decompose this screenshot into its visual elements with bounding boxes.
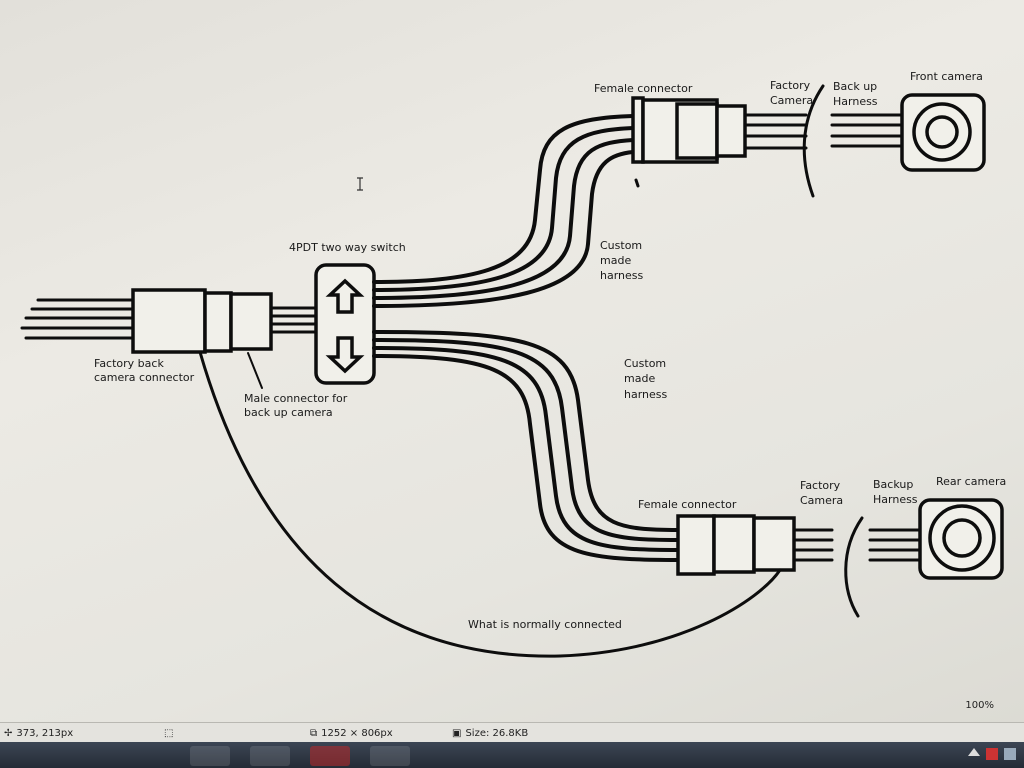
custom-harness-top-label-line1: Custom — [600, 239, 642, 252]
rear-camera-label: Rear camera — [936, 475, 1006, 488]
front-camera — [900, 93, 986, 172]
factory-camera-wires-bottom — [792, 516, 864, 618]
taskbar-app-button[interactable] — [310, 746, 350, 766]
status-bar: ✢ 373, 213px ⬚ ⧉ 1252 × 806px ▣ Size: 26… — [0, 722, 1024, 743]
male-connector-label-line1: Male connector for — [244, 392, 348, 405]
backup-harness-top-label-line2: Harness — [833, 95, 878, 108]
image-size-icon: ⧉ — [310, 727, 318, 739]
female-connector-bottom-label: Female connector — [638, 498, 737, 511]
tray-expand-icon[interactable] — [968, 748, 980, 756]
factory-back-label-line2: camera connector — [94, 371, 195, 384]
selection-icon: ⬚ — [164, 727, 174, 739]
female-connector-top — [631, 96, 747, 164]
custom-harness-top-label-line3: harness — [600, 269, 644, 282]
taskbar-app-button[interactable] — [250, 746, 290, 766]
custom-harness-bottom-label-line2: made — [624, 372, 655, 385]
rear-camera — [918, 498, 1004, 580]
taskbar-app-button[interactable] — [370, 746, 410, 766]
input-wires — [20, 298, 135, 340]
cursor-position-segment: ✢ 373, 213px — [4, 728, 73, 739]
ink-dot — [634, 178, 640, 188]
factory-camera-bottom-label-line1: Factory — [800, 479, 841, 492]
custom-harness-top-label-line2: made — [600, 254, 631, 267]
factory-camera-top-label-line1: Factory — [770, 79, 811, 92]
custom-harness-top — [372, 114, 635, 308]
network-icon[interactable] — [1004, 748, 1016, 760]
image-dimensions: 1252 × 806px — [321, 727, 393, 739]
factory-camera-top-label-line2: Camera — [770, 94, 813, 107]
wiring-diagram: 4PDT two way switch Factory back camera … — [20, 70, 1006, 658]
switch-4pdt — [314, 263, 376, 385]
file-size-segment: ▣ Size: 26.8KB — [452, 728, 528, 739]
custom-harness-bottom — [372, 330, 680, 562]
custom-harness-bottom-label-line3: harness — [624, 388, 668, 401]
action-center-flag-icon[interactable] — [986, 748, 998, 760]
cursor-position: 373, 213px — [16, 727, 74, 739]
backup-harness-bottom-label-line1: Backup — [873, 478, 913, 491]
male-connector-label-line2: back up camera — [244, 406, 333, 419]
front-camera-label: Front camera — [910, 70, 983, 83]
backup-harness-top-label-line1: Back up — [833, 80, 877, 93]
factory-back-label-line1: Factory back — [94, 357, 164, 370]
normally-connected-label: What is normally connected — [468, 618, 622, 631]
move-cursor-icon: ✢ — [4, 727, 13, 739]
male-connector-pointer — [247, 352, 263, 389]
connector-to-switch-wires — [269, 306, 318, 334]
drawing-canvas[interactable]: 4PDT two way switch Factory back camera … — [0, 0, 1024, 722]
female-connector-top-label: Female connector — [594, 82, 693, 95]
switch-label: 4PDT two way switch — [289, 241, 406, 254]
image-dimensions-segment: ⧉ 1252 × 806px — [310, 728, 393, 739]
normally-connected-curve — [198, 350, 782, 658]
factory-camera-bottom-label-line2: Camera — [800, 494, 843, 507]
zoom-level[interactable]: 100% — [965, 700, 994, 711]
factory-camera-wires-top — [743, 84, 825, 198]
backup-harness-wires-top — [830, 113, 904, 148]
factory-back-camera-connector — [131, 288, 273, 354]
save-icon: ▣ — [452, 727, 462, 739]
female-connector-bottom — [676, 514, 796, 576]
file-size: Size: 26.8KB — [465, 727, 529, 739]
taskbar — [0, 742, 1024, 768]
backup-harness-bottom-label-line2: Harness — [873, 493, 918, 506]
backup-harness-wires-bottom — [868, 528, 922, 562]
taskbar-app-button[interactable] — [190, 746, 230, 766]
text-cursor-icon — [357, 177, 363, 191]
custom-harness-bottom-label-line1: Custom — [624, 357, 666, 370]
